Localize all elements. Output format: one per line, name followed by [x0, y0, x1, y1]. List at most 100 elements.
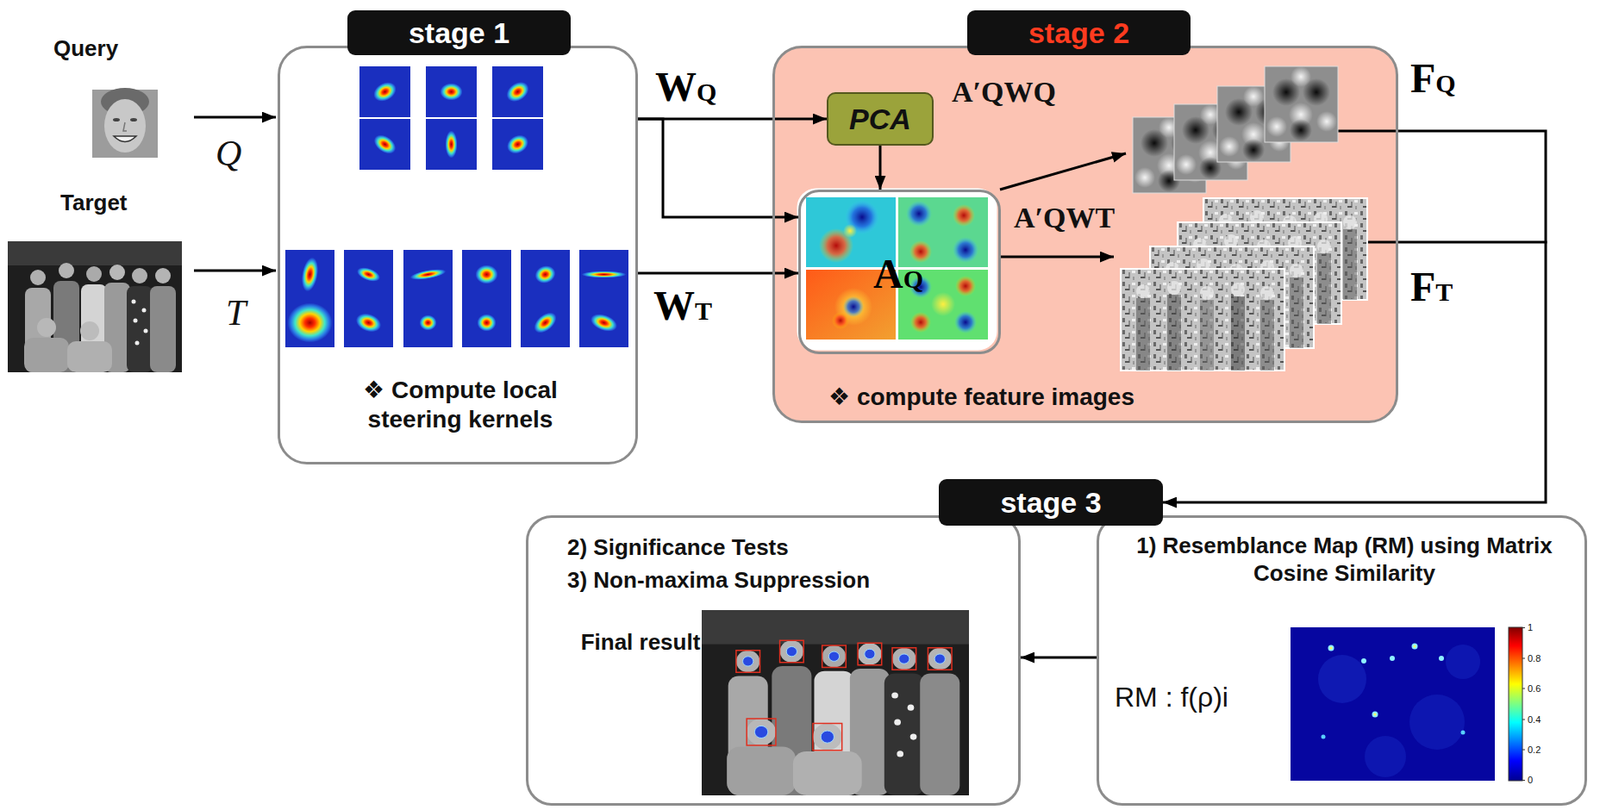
stage-tab: stage 1 — [347, 10, 571, 56]
flow-arrow — [879, 145, 882, 190]
steering-kernel — [359, 118, 411, 170]
steering-kernel — [370, 131, 400, 158]
process-box: PCA — [826, 92, 934, 146]
stage-box: stage 1❖ Compute local steering kernels — [277, 45, 638, 465]
final-result-photo — [754, 725, 768, 738]
layout-arrow — [1000, 256, 1114, 259]
resemblance-map — [1318, 655, 1367, 704]
colorbar — [1508, 627, 1523, 782]
steering-kernel — [299, 256, 321, 294]
steering-kernel — [532, 262, 558, 287]
steering-kernel — [285, 298, 335, 348]
resemblance-map — [1372, 712, 1379, 719]
resemblance-map — [1413, 645, 1417, 649]
result-label: Final result — [580, 628, 701, 657]
steering-kernel — [285, 66, 629, 348]
resemblance-map — [1445, 644, 1481, 680]
stage-caption: ❖ Compute local steering kernels — [318, 375, 603, 435]
pca-basis-image — [952, 204, 975, 227]
math-label: AQ — [873, 252, 924, 301]
tick-label: 0.4 — [1527, 713, 1541, 726]
final-result-photo — [743, 656, 754, 667]
query-face — [130, 118, 138, 122]
steering-kernel — [530, 308, 561, 338]
steering-kernel — [285, 298, 335, 348]
steering-kernel — [403, 250, 453, 300]
steering-kernel — [475, 265, 499, 285]
layout-arrow — [193, 269, 276, 273]
steering-kernel — [581, 271, 627, 279]
steering-kernel — [359, 66, 411, 118]
query-face — [123, 122, 127, 132]
steering-kernel — [520, 250, 570, 300]
steering-kernel — [419, 315, 438, 332]
steering-kernel — [445, 131, 458, 159]
tick-label: 1 — [1527, 621, 1533, 634]
steering-kernel — [409, 267, 447, 282]
steering-kernel — [492, 118, 544, 170]
steering-kernel — [425, 66, 477, 118]
resemblance-map — [1290, 627, 1495, 782]
aq-panel-fill — [797, 188, 998, 351]
steering-kernel — [440, 83, 463, 101]
colorbar — [1522, 750, 1525, 751]
steering-kernel — [425, 66, 477, 118]
steering-kernel — [462, 298, 512, 348]
pca-basis-image — [843, 296, 864, 318]
steering-kernel — [403, 250, 453, 300]
steering-kernel — [579, 250, 629, 300]
symbol-label: Q — [215, 133, 242, 174]
feature-image-query — [1264, 66, 1338, 143]
edge-label: WQ — [655, 65, 717, 114]
tick-label: 0.8 — [1527, 652, 1541, 665]
final-result-photo — [746, 718, 776, 746]
tick-label: 0 — [1527, 774, 1533, 787]
steering-kernel — [520, 298, 570, 348]
final-result-photo — [743, 646, 946, 744]
stage-tab: stage 3 — [938, 479, 1163, 526]
steering-kernel — [462, 250, 512, 300]
steering-kernel — [425, 118, 477, 170]
steering-kernel — [579, 298, 629, 348]
final-result-photo — [927, 648, 952, 670]
math-label: A′QWT — [1013, 200, 1115, 237]
resemblance-map — [1389, 656, 1395, 662]
final-result-photo — [822, 645, 847, 668]
final-result-photo — [736, 640, 952, 750]
pca-basis-image — [843, 224, 857, 238]
pca-basis-image — [910, 312, 932, 333]
steering-kernel — [343, 250, 394, 300]
pca-basis-image — [906, 200, 932, 227]
math-label: FT — [1410, 265, 1453, 314]
input-label: Target — [60, 188, 128, 217]
layout-arrow — [1367, 241, 1548, 244]
target-photo — [7, 241, 182, 373]
steering-kernel — [287, 303, 333, 344]
final-result-photo — [934, 654, 945, 664]
colorbar — [1522, 627, 1525, 629]
edge-label: WT — [653, 284, 713, 333]
steering-kernel — [520, 298, 570, 348]
query-face — [92, 87, 158, 158]
pca-basis-image — [931, 292, 956, 317]
pca-basis-image — [909, 240, 932, 263]
resemblance-map — [1412, 643, 1419, 650]
steering-kernel — [462, 250, 512, 300]
final-result-photo — [736, 650, 761, 673]
colorbar — [1522, 628, 1525, 782]
steering-kernel — [285, 250, 335, 300]
steering-kernel — [502, 77, 532, 106]
resemblance-map — [1374, 713, 1377, 717]
layout-arrow — [193, 116, 276, 119]
layout-arrow — [1000, 153, 1126, 190]
resemblance-map — [1328, 645, 1335, 652]
stage-box: stage 2❖ compute feature imagesPCAAQ — [772, 45, 1399, 424]
tick-label: 0.6 — [1527, 682, 1541, 695]
flow-arrow — [1162, 131, 1546, 503]
final-result-photo — [892, 648, 917, 670]
final-result-photo — [899, 654, 910, 664]
final-result-photo — [820, 731, 834, 744]
steering-kernel — [359, 66, 411, 118]
steering-kernel — [579, 250, 629, 300]
